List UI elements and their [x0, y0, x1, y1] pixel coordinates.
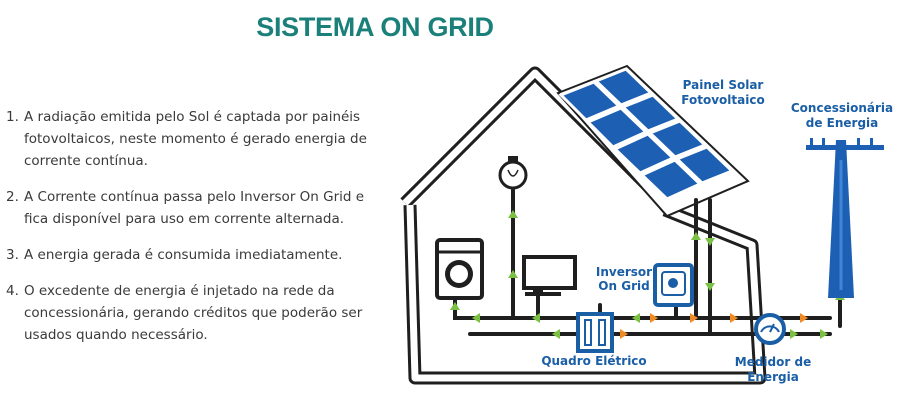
panel-board-label: Quadro Elétrico — [541, 354, 646, 368]
list-item: 3. A energia gerada é consumida imediatam… — [6, 244, 368, 266]
list-item: 4. O excedente de energia é injetado na r… — [6, 280, 368, 346]
list-item: 2. A Corrente contínua passa pelo Inverso… — [6, 186, 368, 230]
inverter-label-line1: Inversor — [596, 265, 652, 279]
inverter-icon — [653, 263, 694, 307]
utility-label-line2: de Energia — [806, 116, 879, 130]
inverter-label-line2: On Grid — [598, 279, 649, 293]
step-text: A Corrente contínua passa pelo Inversor … — [24, 189, 365, 227]
tv-icon — [522, 255, 577, 296]
step-text: O excedente de energia é injetado na red… — [24, 283, 363, 343]
washing-machine-icon — [435, 238, 484, 300]
panel-label-line2: Fotovoltaico — [681, 93, 764, 107]
list-item: 1. A radiação emitida pelo Sol é captada … — [6, 106, 368, 172]
step-number: 3. — [6, 247, 19, 263]
step-number: 1. — [6, 109, 19, 125]
energy-meter-icon — [754, 313, 786, 345]
meter-label-line2: Energia — [747, 370, 799, 384]
steps-list: 1. A radiação emitida pelo Sol é captada … — [6, 106, 368, 360]
utility-label-line1: Concessionária — [791, 101, 893, 115]
flow-arrows — [450, 210, 845, 339]
meter-label-line1: Medidor de — [735, 355, 811, 369]
step-text: A energia gerada é consumida imediatamen… — [24, 247, 343, 263]
step-number: 2. — [6, 189, 19, 205]
lightbulb-icon — [498, 156, 528, 190]
electrical-panel-icon — [576, 312, 614, 353]
utility-pole-icon — [806, 138, 884, 298]
solar-panel-icon — [556, 64, 750, 218]
panel-label-line1: Painel Solar — [683, 78, 764, 92]
page-title: SISTEMA ON GRID — [256, 12, 494, 42]
step-number: 4. — [6, 283, 19, 299]
step-text: A radiação emitida pelo Sol é captada po… — [24, 109, 367, 169]
